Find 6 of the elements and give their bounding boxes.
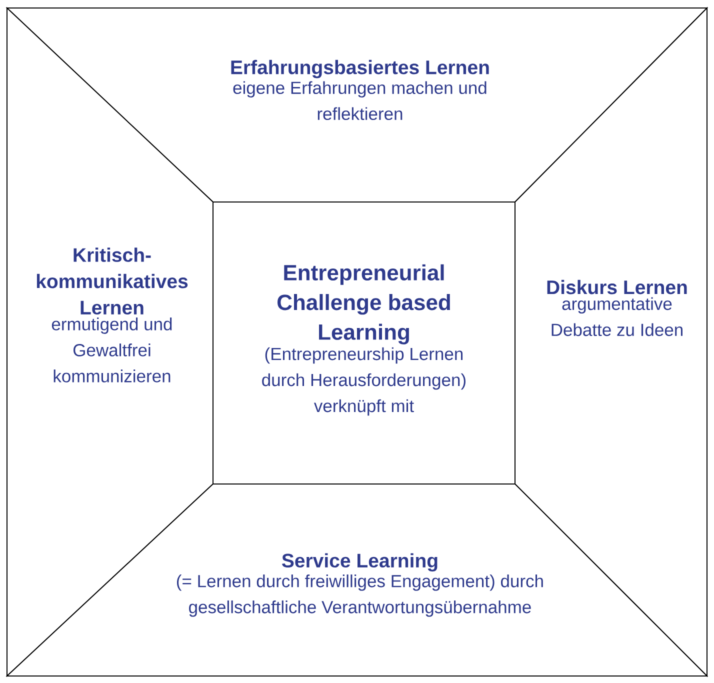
node-label: Service Learning [282, 553, 438, 572]
node-label: Diskurs Lernen [547, 280, 687, 294]
node-label: argumentative Debatte zu Ideen [552, 297, 682, 336]
node-label: Kritisch-kommunikatives Lernen [36, 248, 188, 315]
center-box: Entrepreneurial Challenge based Learning (Entrepreneurship Lernen durch Herausforderungen) verknüpft mit [212, 202, 516, 484]
node-label: ermutigend und Gewaltfrei kommunizieren [52, 318, 172, 382]
